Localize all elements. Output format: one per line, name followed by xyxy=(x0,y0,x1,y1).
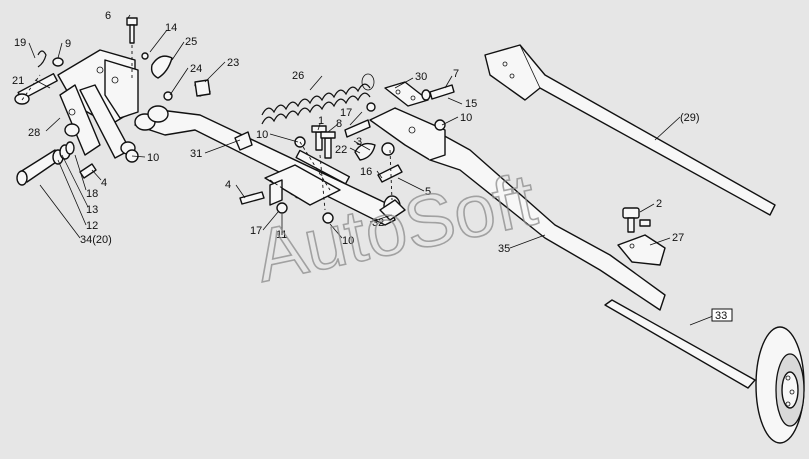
callout-6: 6 xyxy=(105,10,111,22)
callout-11: 11 xyxy=(276,229,287,241)
callout-10-a: 10 xyxy=(147,152,159,164)
callout-12: 12 xyxy=(86,220,98,232)
bar-29 xyxy=(484,44,776,216)
callout-10-c: 10 xyxy=(460,112,472,124)
callout-3: 3 xyxy=(356,136,362,148)
bolt-6 xyxy=(126,17,149,80)
frame-35 xyxy=(369,107,666,311)
callout-32: 32 xyxy=(372,217,384,229)
callout-30: 30 xyxy=(415,71,427,83)
callout-17-b: 17 xyxy=(250,225,262,237)
callout-34-20: 34(20) xyxy=(80,234,112,246)
leader-lines xyxy=(28,14,714,326)
callout-17-a: 17 xyxy=(340,107,352,119)
nut-9 xyxy=(52,57,64,67)
callout-27: 27 xyxy=(672,232,684,244)
callout-14: 14 xyxy=(165,22,177,34)
callout-16: 16 xyxy=(360,166,372,178)
axle-33 xyxy=(604,299,805,444)
callout-25: 25 xyxy=(185,36,197,48)
callout-10-b: 10 xyxy=(256,129,268,141)
fasteners-center xyxy=(125,79,455,224)
callout-21: 21 xyxy=(12,75,24,87)
callout-9: 9 xyxy=(65,38,71,50)
callout-7: 7 xyxy=(453,68,459,80)
callout-4-b: 4 xyxy=(101,177,107,189)
spring-26 xyxy=(261,73,375,125)
callout-2: 2 xyxy=(656,198,662,210)
callout-1: 1 xyxy=(318,115,324,127)
callout-24: 24 xyxy=(190,63,202,75)
cap-25 xyxy=(150,55,173,79)
callout-8: 8 xyxy=(336,118,342,130)
callout-19: 19 xyxy=(14,37,26,49)
callout-10-d: 10 xyxy=(342,235,354,247)
callout-5: 5 xyxy=(425,186,431,198)
callout-13: 13 xyxy=(86,204,98,216)
callout-35: 35 xyxy=(498,243,510,255)
lower-bracket xyxy=(264,149,351,206)
callout-4-a: 4 xyxy=(225,179,231,191)
bracket-28 xyxy=(57,49,139,159)
clamp-27 xyxy=(617,207,666,266)
plate-arm xyxy=(234,131,253,151)
callout-33-box xyxy=(711,308,733,322)
callout-15: 15 xyxy=(465,98,477,110)
callout-22: 22 xyxy=(335,144,347,156)
callout-18: 18 xyxy=(86,188,98,200)
pin-34 xyxy=(16,141,97,186)
pin-21 xyxy=(14,50,58,105)
callout-26: 26 xyxy=(292,70,304,82)
assembly-lines xyxy=(21,74,393,211)
callout-29: (29) xyxy=(680,112,700,124)
callout-labels: 6 14 19 9 25 23 21 24 26 30 7 15 28 10 3… xyxy=(12,10,733,322)
callout-33: 33 xyxy=(715,310,727,322)
callout-23: 23 xyxy=(227,57,239,69)
callout-31: 31 xyxy=(190,148,202,160)
callout-28: 28 xyxy=(28,127,40,139)
